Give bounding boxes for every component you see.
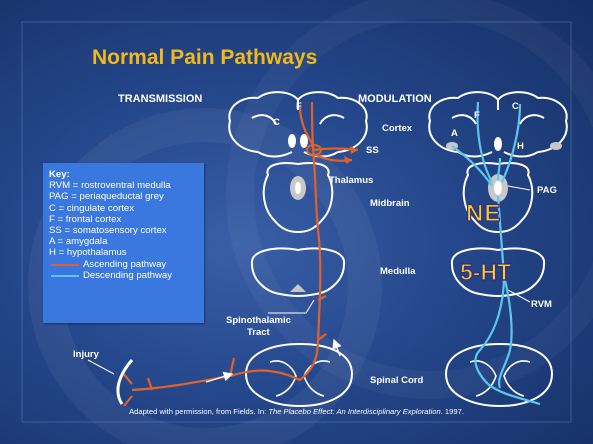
label-midbrain: Midbrain	[370, 198, 410, 209]
key-item: SS = somatosensory cortex	[49, 225, 198, 236]
ne-badge: NE	[466, 200, 501, 228]
flow-arrow	[206, 374, 232, 382]
key-title: Key:	[49, 169, 198, 180]
label-c-right: C	[512, 101, 519, 112]
label-c-left: C	[273, 117, 280, 128]
label-tract: Tract	[247, 327, 270, 338]
legend-descending: Descending pathway	[49, 270, 198, 281]
key-item: F = frontal cortex	[49, 214, 198, 225]
label-ss: SS	[366, 145, 379, 156]
label-spinothalamic: Spinothalamic	[226, 315, 291, 326]
amygdala-right	[550, 142, 562, 150]
label-f-right: F	[474, 110, 480, 121]
ascending-swatch	[51, 264, 79, 266]
left-spinal-cord-section	[246, 344, 352, 406]
legend-ascending: Ascending pathway	[49, 259, 198, 270]
label-thalamus: Thalamus	[329, 175, 373, 186]
label-medulla: Medulla	[380, 266, 415, 277]
key-item: C = cingulate cortex	[49, 203, 198, 214]
key-item: RVM = rostroventral medulla	[49, 180, 198, 191]
5ht-badge: 5-HT	[460, 259, 511, 286]
descending-swatch	[51, 275, 79, 277]
legend-descending-label: Descending pathway	[83, 270, 172, 281]
label-cortex: Cortex	[382, 123, 412, 134]
legend-ascending-label: Ascending pathway	[83, 259, 166, 270]
left-ventricle-left	[288, 134, 296, 148]
label-rvm: RVM	[531, 299, 552, 310]
key-item: A = amygdala	[49, 236, 198, 247]
label-h-right: H	[517, 141, 524, 152]
flow-arrow	[334, 340, 340, 356]
left-medulla-fourth-ventricle	[290, 284, 306, 292]
label-f-left: F	[296, 101, 302, 112]
injury-pointer	[88, 360, 114, 374]
right-spinal-cord-section	[446, 344, 552, 406]
key-item: H = hypothalamus	[49, 247, 198, 258]
label-injury: Injury	[73, 349, 99, 360]
label-pag: PAG	[537, 185, 557, 196]
citation: Adapted with permission, from Fields. In…	[0, 407, 593, 416]
label-spinal-cord: Spinal Cord	[370, 375, 423, 386]
key-item: PAG = periaqueductal grey	[49, 191, 198, 202]
key-legend: Key: RVM = rostroventral medulla PAG = p…	[43, 163, 204, 323]
label-a-right: A	[451, 128, 458, 139]
